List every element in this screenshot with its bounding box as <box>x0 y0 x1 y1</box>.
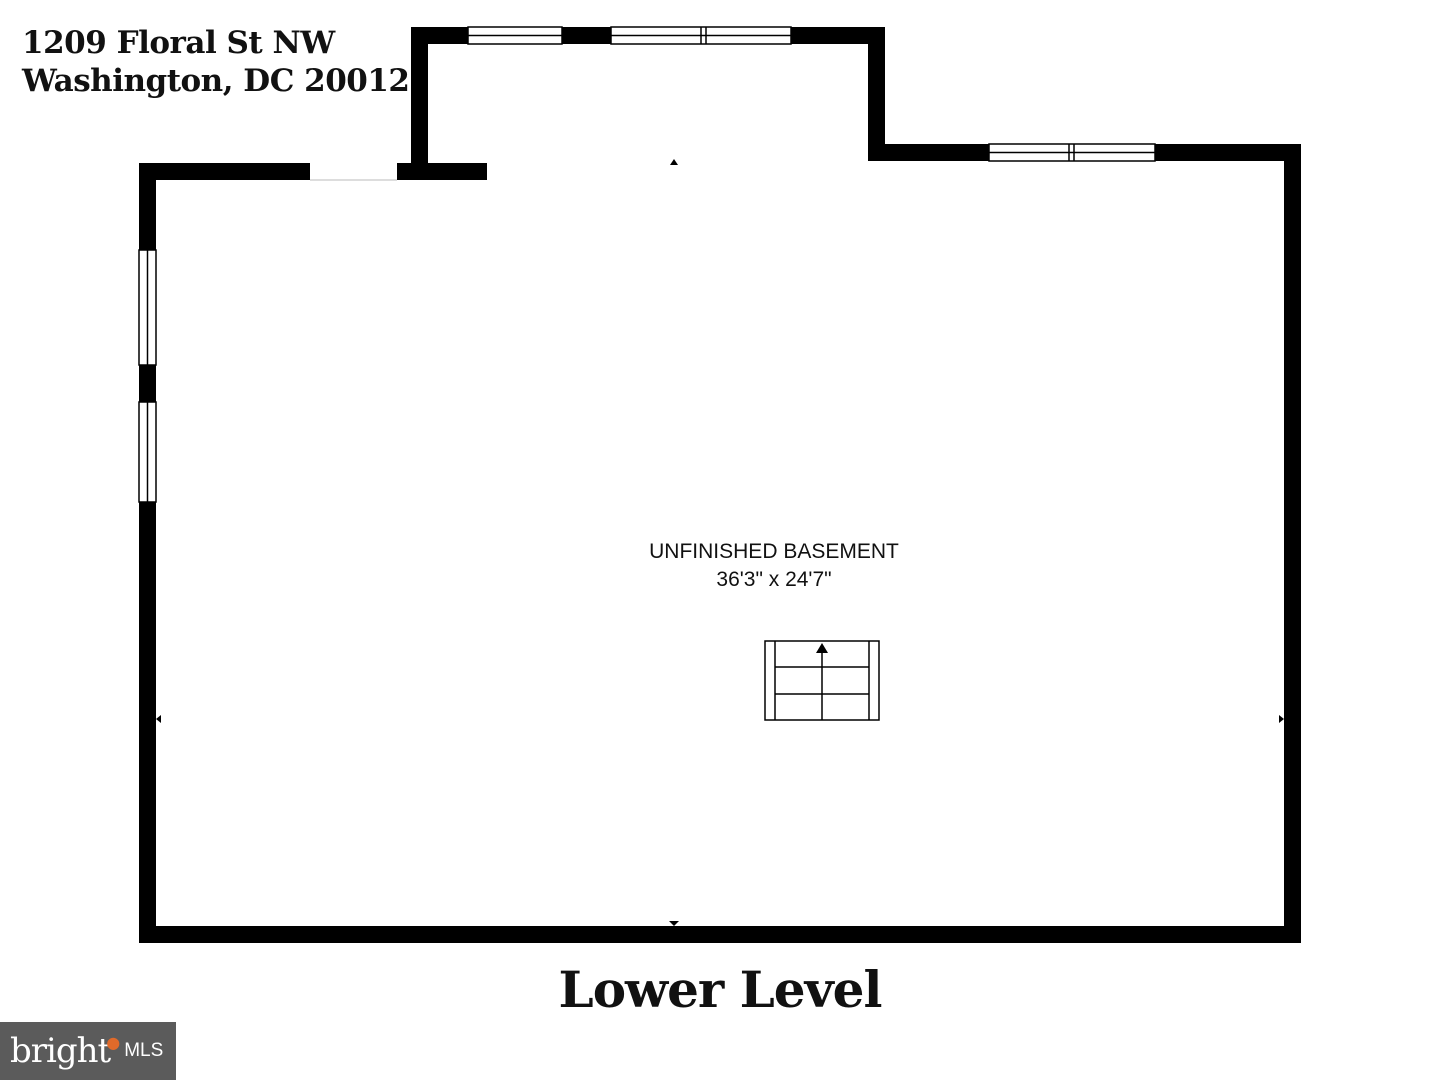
wall-top-left <box>139 163 310 180</box>
wall-right <box>1284 144 1301 943</box>
window <box>988 143 1156 162</box>
window <box>138 401 157 503</box>
walls <box>139 27 1301 943</box>
marker-right <box>1279 715 1284 723</box>
wall-bottom <box>139 926 1301 943</box>
room-name: UNFINISHED BASEMENT <box>649 540 899 563</box>
window <box>610 26 792 45</box>
room-dimensions: 36'3" x 24'7" <box>716 568 832 591</box>
wall-alcove-left <box>411 27 428 180</box>
marker-left <box>156 715 161 723</box>
stair-up-arrow-icon <box>816 643 828 653</box>
room-label: UNFINISHED BASEMENT 36'3" x 24'7" <box>574 538 974 594</box>
marker-bottom <box>669 921 679 926</box>
wall-top-left-stub <box>397 163 487 180</box>
dimension-markers <box>156 159 1284 926</box>
wall-alcove-right <box>868 27 885 161</box>
staircase <box>764 640 880 721</box>
address-street: 1209 Floral St NW <box>22 25 335 61</box>
window <box>138 249 157 366</box>
marker-top <box>670 159 678 165</box>
address-city: Washington, DC 20012 <box>22 63 410 99</box>
level-title: Lower Level <box>558 960 883 1019</box>
brand-name: bright <box>10 1031 111 1071</box>
brand-suffix: MLS <box>124 1040 164 1061</box>
window <box>467 26 563 45</box>
brand-dot-icon: ● <box>106 1032 121 1052</box>
property-address: 1209 Floral St NW Washington, DC 20012 <box>22 24 410 100</box>
brand-watermark: bright ● MLS <box>0 1022 176 1080</box>
